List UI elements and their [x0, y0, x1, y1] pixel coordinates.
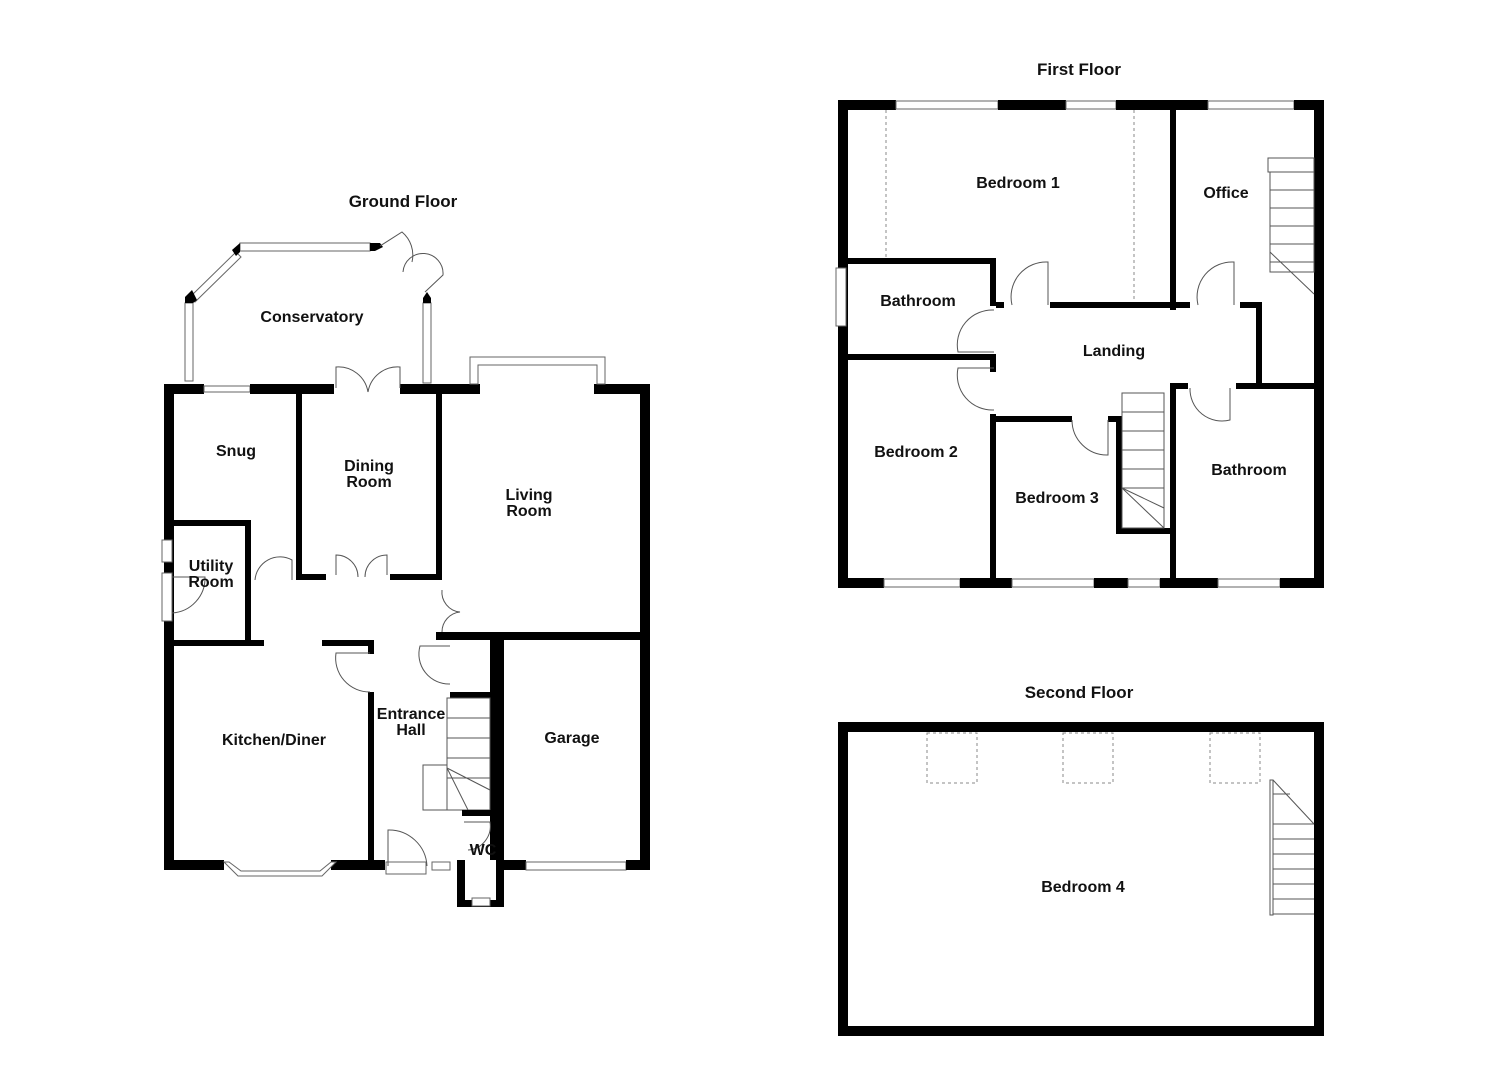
conservatory-window-west [184, 302, 194, 382]
room-label-garage: Garage [544, 730, 600, 747]
skylight [1209, 732, 1261, 784]
room-label-wc: WC [469, 842, 497, 859]
room-label-bedroom-4: Bedroom 4 [1041, 879, 1125, 896]
conservatory-window-east [422, 302, 432, 384]
room-label-utility-room: Utility Room [188, 558, 234, 591]
room-label-living-room: Living Room [505, 487, 553, 520]
room-label-kitchen-diner: Kitchen/Diner [221, 732, 327, 749]
staircase-railing [1269, 779, 1274, 916]
kitchen-bay-window [222, 861, 338, 877]
room-label-snug: Snug [216, 443, 256, 460]
conservatory-window-diagonal [189, 251, 242, 303]
room-label-conservatory: Conservatory [260, 309, 364, 326]
conservatory-window-top [239, 242, 371, 252]
second-floor-plan [838, 722, 1324, 1036]
skylight [926, 732, 978, 784]
bedroom-1-door [1010, 261, 1049, 306]
hall-cupboard-door [418, 645, 451, 685]
room-label-bathroom-west: Bathroom [880, 293, 956, 310]
utility-room-door [171, 576, 206, 614]
room-label-dining-room: Dining Room [344, 458, 394, 491]
bathroom-west-door [956, 309, 995, 353]
ground-floor-title: Ground Floor [348, 192, 458, 211]
skylight [1062, 732, 1114, 784]
dining-room-door [335, 554, 359, 578]
office-door [1196, 261, 1235, 306]
first-floor-plan [835, 100, 1324, 588]
conservatory-door [379, 231, 414, 263]
room-label-landing: Landing [1082, 343, 1146, 360]
room-label-office: Office [1203, 185, 1249, 202]
room-label-bathroom-east: Bathroom [1211, 462, 1287, 479]
room-label-bedroom-3: Bedroom 3 [1015, 490, 1099, 507]
room-label-entrance-hall: Entrance Hall [376, 706, 446, 739]
second-floor-title: Second Floor [1024, 683, 1134, 702]
room-label-bedroom-1: Bedroom 1 [976, 175, 1060, 192]
living-room-bay-window [469, 356, 606, 385]
bedroom-3-door [1071, 419, 1109, 456]
bedroom-2-door [956, 367, 995, 411]
ground-floor-plan [161, 231, 650, 907]
first-floor-title: First Floor [1036, 60, 1122, 79]
bathroom-east-door [1189, 387, 1231, 422]
room-label-bedroom-2: Bedroom 2 [874, 444, 958, 461]
